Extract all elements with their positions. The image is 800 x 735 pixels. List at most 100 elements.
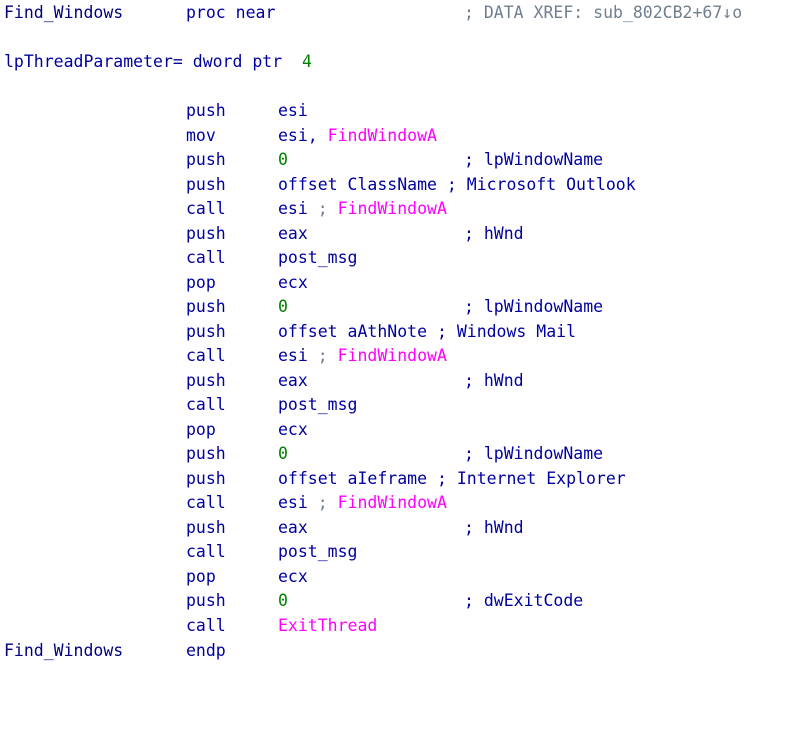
mnemonic: pop <box>186 272 216 292</box>
mnemonic: push <box>186 591 226 610</box>
operand[interactable]: esi ; FindWindowA <box>278 197 447 221</box>
comment: ; hWnd <box>464 223 524 243</box>
operand[interactable]: ecx <box>278 271 308 295</box>
instruction-row[interactable]: push offset aAthNote ; Windows Mail <box>0 320 800 344</box>
mnemonic: push <box>186 468 226 488</box>
operand[interactable]: 0 <box>278 442 288 466</box>
param-decl: = dword ptr <box>172 52 283 71</box>
mnemonic: call <box>186 493 226 512</box>
mnemonic: call <box>186 395 226 414</box>
operand[interactable]: offset aAthNote ; Windows Mail <box>278 320 576 344</box>
operand[interactable]: esi, FindWindowA <box>278 124 437 148</box>
param-name[interactable]: lpThreadParameter= dword ptr 4 <box>4 52 312 71</box>
instruction-row[interactable]: push offset ClassName ; Microsoft Outlook <box>0 173 800 197</box>
operand[interactable]: 0 <box>278 295 288 319</box>
operand[interactable]: ecx <box>278 565 308 589</box>
instruction-row[interactable]: call esi ; FindWindowA <box>0 197 800 221</box>
operand[interactable]: ecx <box>278 418 308 442</box>
mnemonic: push <box>186 321 226 341</box>
instruction-row[interactable]: push eax ; hWnd <box>0 369 800 393</box>
operand-text: ExitThread <box>278 615 378 635</box>
instruction-row[interactable]: call ExitThread <box>0 614 800 638</box>
mnemonic: call <box>186 542 226 561</box>
operand[interactable]: ExitThread <box>278 614 377 638</box>
operand-text: offset aIeframe <box>278 468 428 488</box>
function-name-label[interactable]: Find_Windows <box>4 3 124 22</box>
comment: ; dwExitCode <box>464 591 584 610</box>
instruction-row[interactable]: push 0 ; lpWindowName <box>0 442 800 466</box>
operand[interactable]: post_msg <box>278 393 357 417</box>
disassembly-view[interactable]: Find_Windows proc near ; DATA XREF: sub_… <box>0 0 800 687</box>
import-reference[interactable]: FindWindowA <box>337 199 447 218</box>
mnemonic: push <box>186 370 226 390</box>
comment: ; lpWindowName <box>464 297 604 316</box>
instruction-row[interactable]: pop ecx <box>0 271 800 295</box>
function-name-end-label[interactable]: Find_Windows <box>4 641 124 660</box>
import-reference[interactable]: FindWindowA <box>337 493 447 512</box>
operand-text: 0 <box>278 591 288 610</box>
instruction-row[interactable]: pop ecx <box>0 565 800 589</box>
endp-line: Find_Windows endp <box>0 639 800 663</box>
operand-text: eax <box>278 223 308 243</box>
operand[interactable]: esi ; FindWindowA <box>278 491 447 515</box>
operand-text: 0 <box>278 444 288 463</box>
operand-text: offset aAthNote <box>278 321 428 341</box>
import-reference[interactable]: FindWindowA <box>337 346 447 365</box>
operand-text: eax <box>278 370 308 390</box>
operand[interactable]: eax <box>278 516 308 540</box>
mnemonic: push <box>186 150 226 169</box>
operand-text: esi, <box>278 125 328 145</box>
comment: ; hWnd <box>464 370 524 390</box>
endp-keyword: endp <box>186 641 226 660</box>
operand[interactable]: offset aIeframe ; Internet Explorer <box>278 467 626 491</box>
operand-text: ecx <box>278 272 308 292</box>
operand-text: post_msg <box>278 542 358 561</box>
mnemonic: push <box>186 174 226 194</box>
import-reference[interactable]: FindWindowA <box>327 125 437 145</box>
instruction-row[interactable]: push 0 ; lpWindowName <box>0 148 800 172</box>
operand[interactable]: 0 <box>278 589 288 613</box>
operand[interactable]: esi ; FindWindowA <box>278 344 447 368</box>
operand-text: post_msg <box>278 395 358 414</box>
operand[interactable]: offset ClassName ; Microsoft Outlook <box>278 173 636 197</box>
param-offset: 4 <box>302 52 312 71</box>
mnemonic: pop <box>186 566 216 586</box>
operand[interactable]: eax <box>278 222 308 246</box>
operand-text: post_msg <box>278 248 358 267</box>
operand-text: esi <box>278 493 308 512</box>
instruction-row[interactable]: call esi ; FindWindowA <box>0 491 800 515</box>
proc-keyword: proc near <box>186 3 276 22</box>
mnemonic: push <box>186 444 226 463</box>
inline-comment: ; Internet Explorer <box>436 468 626 488</box>
instruction-row[interactable]: call post_msg <box>0 393 800 417</box>
comment: ; lpWindowName <box>464 150 604 169</box>
operand-text: ecx <box>278 566 308 586</box>
mnemonic: call <box>186 199 226 218</box>
operand[interactable]: 0 <box>278 148 288 172</box>
mnemonic: call <box>186 248 226 267</box>
operand[interactable]: post_msg <box>278 246 357 270</box>
instruction-row[interactable]: push offset aIeframe ; Internet Explorer <box>0 467 800 491</box>
operand-text: esi <box>278 346 308 365</box>
comment: ; lpWindowName <box>464 444 604 463</box>
data-xref-comment[interactable]: ; DATA XREF: sub_802CB2+67↓o <box>464 3 743 22</box>
operand-text: ecx <box>278 419 308 439</box>
instruction-row[interactable]: push 0 ; dwExitCode <box>0 589 800 613</box>
operand[interactable]: eax <box>278 369 308 393</box>
operand-text: esi <box>278 199 308 218</box>
mnemonic: call <box>186 346 226 365</box>
operand[interactable]: post_msg <box>278 540 357 564</box>
proc-header-line: Find_Windows proc near ; DATA XREF: sub_… <box>0 1 800 25</box>
mnemonic: call <box>186 615 226 635</box>
inline-comment: ; Windows Mail <box>436 321 577 341</box>
instruction-row[interactable]: call post_msg <box>0 246 800 270</box>
instruction-row[interactable]: call esi ; FindWindowA <box>0 344 800 368</box>
operand[interactable]: esi <box>278 99 308 123</box>
instruction-row[interactable]: call post_msg <box>0 540 800 564</box>
